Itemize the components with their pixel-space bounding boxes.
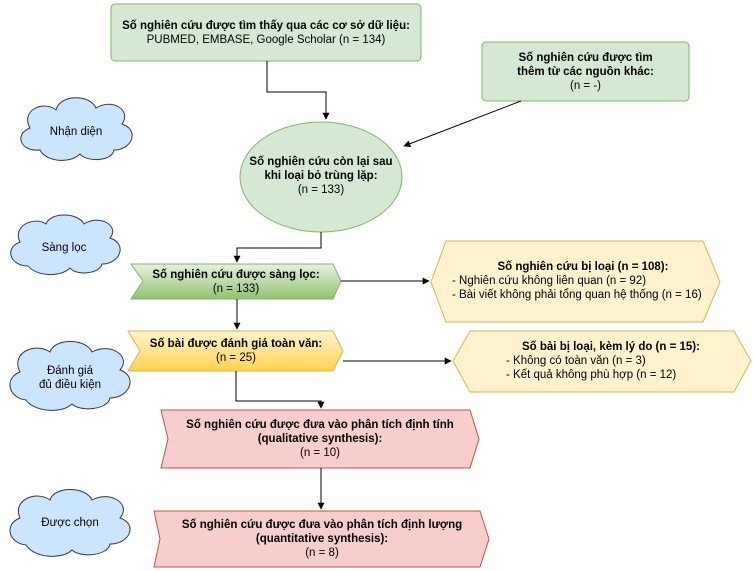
- arrow-other-to-dedup: [403, 100, 522, 148]
- arrow-dedup-to-screened: [233, 232, 322, 263]
- after-duplicates-label: Số nghiên cứu còn lại sau khi loại bỏ tr…: [249, 156, 393, 196]
- other-sources-box: [481, 41, 690, 102]
- fulltext-excluded-hexagon: [452, 330, 752, 393]
- screened-shape: [130, 263, 342, 300]
- qualitative-label: Số nghiên cứu được đưa vào phân tích địn…: [186, 419, 454, 459]
- fulltext-label: Số bài được đánh giá toàn văn: (n = 25): [149, 338, 323, 364]
- fulltext-excluded-label: Số bài bị loại, kèm lý do (n = 15): - Kh…: [506, 341, 700, 381]
- arrow-databases-to-dedup: [266, 61, 330, 120]
- cloud-identification: [20, 97, 133, 161]
- phase-identification-label: Nhận diện: [49, 126, 103, 138]
- qualitative-shape: [160, 409, 480, 469]
- cloud-included: [9, 489, 131, 557]
- quantitative-shape: [153, 510, 490, 568]
- fulltext-shape: [127, 330, 344, 372]
- cloud-screening: [10, 214, 121, 275]
- databases-label: Số nghiên cứu được tìm thấy qua các cơ s…: [122, 19, 410, 46]
- phase-included-label: Được chọn: [41, 517, 99, 529]
- arrow-fulltext-to-qualitative: [235, 371, 325, 409]
- databases-box: [110, 3, 422, 62]
- cloud-eligibility: [9, 341, 131, 411]
- other-sources-label: Số nghiên cứu được tìm thêm từ các nguồn…: [517, 51, 654, 92]
- screened-label: Số nghiên cứu được sàng lọc: (n = 133): [152, 268, 320, 295]
- phase-eligibility-label: Đánh giá đủ điều kiện: [38, 365, 102, 391]
- excluded-label: Số nghiên cứu bị loại (n = 108): - Nghiê…: [452, 261, 702, 301]
- excluded-hexagon: [430, 240, 721, 323]
- quantitative-label: Số nghiên cứu được đưa vào phân tích địn…: [181, 519, 463, 559]
- phase-screening-label: Sàng lọc: [41, 242, 87, 254]
